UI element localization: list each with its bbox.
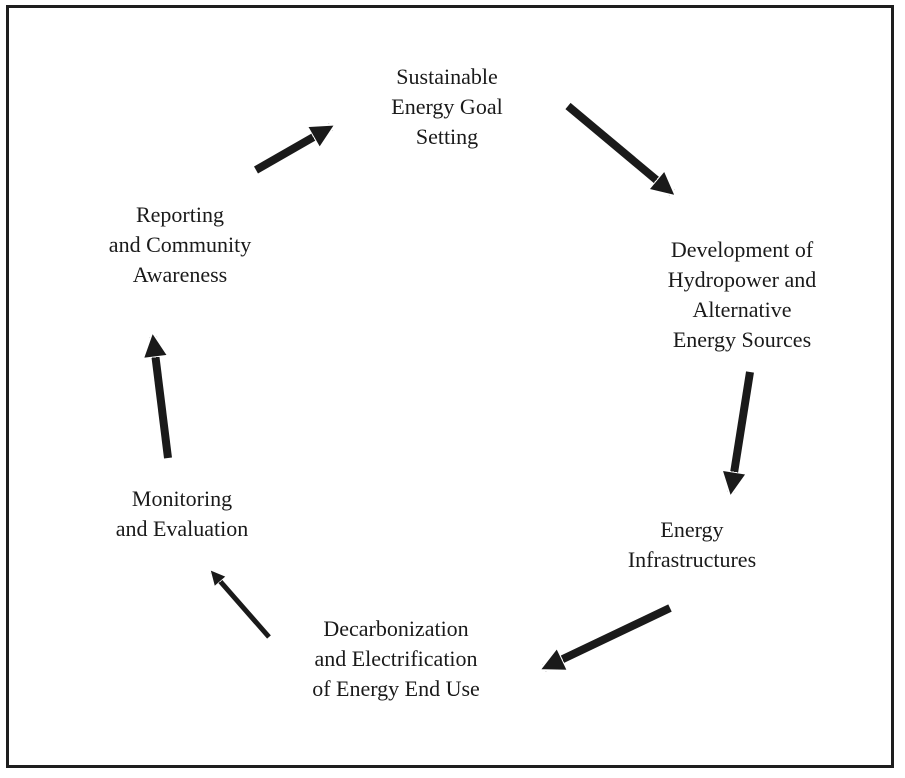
node-development-line-4: Energy Sources	[672, 327, 812, 352]
node-goal-line-2: Energy Goal	[391, 94, 503, 119]
arrow-decarbonization-to-monitoring	[212, 572, 271, 639]
node-development-line-3: Alternative	[692, 297, 792, 322]
node-monitoring-line-1: Monitoring	[131, 486, 233, 511]
node-decarbonization: Decarbonization and Electrification of E…	[312, 614, 480, 704]
node-decarbonization-line-2: and Electrification	[314, 646, 478, 671]
node-monitoring-line-2: and Evaluation	[115, 516, 249, 541]
node-monitoring: Monitoring and Evaluation	[116, 484, 249, 544]
node-reporting-line-1: Reporting	[135, 202, 224, 227]
arrow-infrastructures-to-decarbonization	[544, 604, 672, 668]
node-development-line-1: Development of	[670, 237, 814, 262]
node-reporting-line-3: Awareness	[132, 262, 228, 287]
node-infrastructures-line-1: Energy	[660, 517, 724, 542]
node-goal-line-3: Setting	[415, 124, 479, 149]
arrow-monitoring-to-reporting	[153, 337, 172, 459]
node-reporting: Reporting and Community Awareness	[109, 200, 251, 290]
node-decarbonization-line-3: of Energy End Use	[312, 676, 480, 701]
arrow-goal-to-development	[565, 102, 672, 193]
arrow-reporting-to-goal	[254, 127, 331, 174]
node-development-line-2: Hydropower and	[667, 267, 817, 292]
node-development: Development of Hydropower and Alternativ…	[668, 235, 816, 355]
node-decarbonization-line-1: Decarbonization	[323, 616, 469, 641]
node-reporting-line-2: and Community	[108, 232, 252, 257]
diagram-frame	[6, 5, 894, 768]
node-infrastructures: Energy Infrastructures	[628, 515, 756, 575]
node-goal-line-1: Sustainable	[396, 64, 498, 89]
node-goal-setting: Sustainable Energy Goal Setting	[391, 62, 502, 152]
node-infrastructures-line-2: Infrastructures	[627, 547, 757, 572]
arrow-development-to-infrastructures	[731, 371, 754, 492]
